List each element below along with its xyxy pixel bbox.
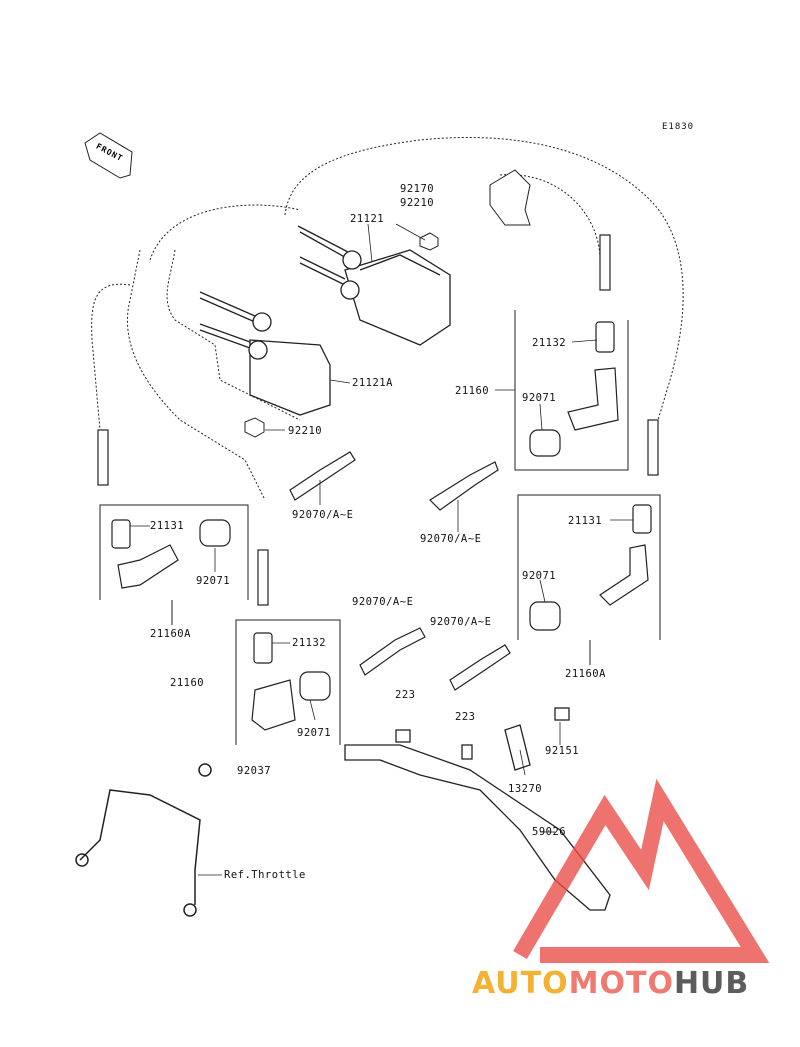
cable-inner — [166, 249, 301, 421]
label-21160-top: 21160 — [455, 385, 490, 397]
plug-cap-21160-left — [251, 679, 296, 731]
label-92071-low: 92071 — [297, 727, 332, 739]
clamp-13270 — [504, 724, 531, 771]
label-92170: 92170 — [400, 183, 435, 195]
label-92070-center2: 92070/A~E — [430, 616, 492, 628]
label-21160-left: 21160 — [170, 677, 205, 689]
bolt-92151 — [554, 707, 570, 721]
watermark-wordmark: AUTOMOTOHUB — [472, 966, 749, 1001]
plug-cap-21132-left — [253, 632, 273, 664]
label-92070-left: 92070/A~E — [292, 509, 354, 521]
label-21121A: 21121A — [352, 377, 393, 389]
front-arrow-icon — [84, 132, 133, 179]
cable-loop-top — [126, 204, 301, 501]
label-92151: 92151 — [545, 745, 580, 757]
spark-plug-center2 — [449, 644, 511, 691]
seal-92071-left — [199, 519, 231, 547]
bolt-223-a — [395, 729, 411, 743]
label-59026: 59026 — [532, 826, 567, 838]
label-21160A-right: 21160A — [565, 668, 606, 680]
plug-cap-21160A-left — [117, 544, 179, 589]
plug-cap-21132-top — [595, 321, 615, 353]
plug-cap-21160-top — [567, 367, 619, 431]
cable-loop-outer — [284, 137, 684, 431]
label-223-a: 223 — [395, 689, 416, 701]
bracket-21160A-left — [99, 504, 249, 600]
label-92037: 92037 — [237, 765, 272, 777]
label-223-b: 223 — [455, 711, 476, 723]
label-21131-left: 21131 — [150, 520, 185, 532]
plug-cap-21131-right — [632, 504, 652, 534]
label-21132-top: 21132 — [532, 337, 567, 349]
bolt-223-b — [461, 744, 473, 760]
label-92071-top: 92071 — [522, 392, 557, 404]
throttle-cable-end-bottom — [183, 903, 197, 917]
label-13270: 13270 — [508, 783, 543, 795]
clip-92170 — [489, 169, 531, 226]
ignition-coil-lower — [199, 291, 331, 416]
cable-left — [91, 283, 131, 431]
label-92070-center: 92070/A~E — [352, 596, 414, 608]
label-92210-mid: 92210 — [288, 425, 323, 437]
label-21131-right: 21131 — [568, 515, 603, 527]
spark-plug-left — [289, 451, 356, 501]
seal-92071-low — [299, 671, 331, 701]
label-92210-top: 92210 — [400, 197, 435, 209]
nut-92210-top — [419, 232, 439, 251]
cable-end-left — [97, 429, 109, 486]
bracket-21160-left — [235, 619, 341, 745]
seal-92071-top — [529, 429, 561, 457]
cable-end-mid — [257, 549, 269, 606]
bracket-21160A-right — [517, 494, 661, 640]
cable-end-right — [599, 234, 611, 291]
watermark-part3: HUB — [673, 966, 750, 1001]
label-ref-throttle: Ref.Throttle — [224, 869, 306, 881]
spark-plug-center — [359, 627, 426, 676]
diagram-code: E1830 — [662, 122, 695, 132]
label-21121: 21121 — [350, 213, 385, 225]
cable-end-right-low — [647, 419, 659, 476]
label-21160A-left: 21160A — [150, 628, 191, 640]
throttle-cable — [79, 789, 201, 905]
bracket-59026 — [344, 744, 611, 911]
plug-cap-21131-left — [111, 519, 131, 549]
plug-cap-21160A-right — [599, 544, 649, 606]
label-92070-mid: 92070/A~E — [420, 533, 482, 545]
watermark-logo-icon — [513, 778, 770, 963]
spark-plug-right-upper — [429, 461, 499, 511]
seal-92071-right — [529, 601, 561, 631]
label-21132-left: 21132 — [292, 637, 327, 649]
watermark-part1: AUTO — [472, 966, 569, 1001]
throttle-cable-end-left — [75, 853, 89, 867]
ignition-coil-upper — [297, 225, 451, 346]
label-92071-right: 92071 — [522, 570, 557, 582]
throttle-cable-end-top — [198, 763, 212, 777]
nut-92210-mid — [244, 417, 265, 438]
watermark-part2: MOTO — [568, 966, 674, 1001]
label-92071-left: 92071 — [196, 575, 231, 587]
